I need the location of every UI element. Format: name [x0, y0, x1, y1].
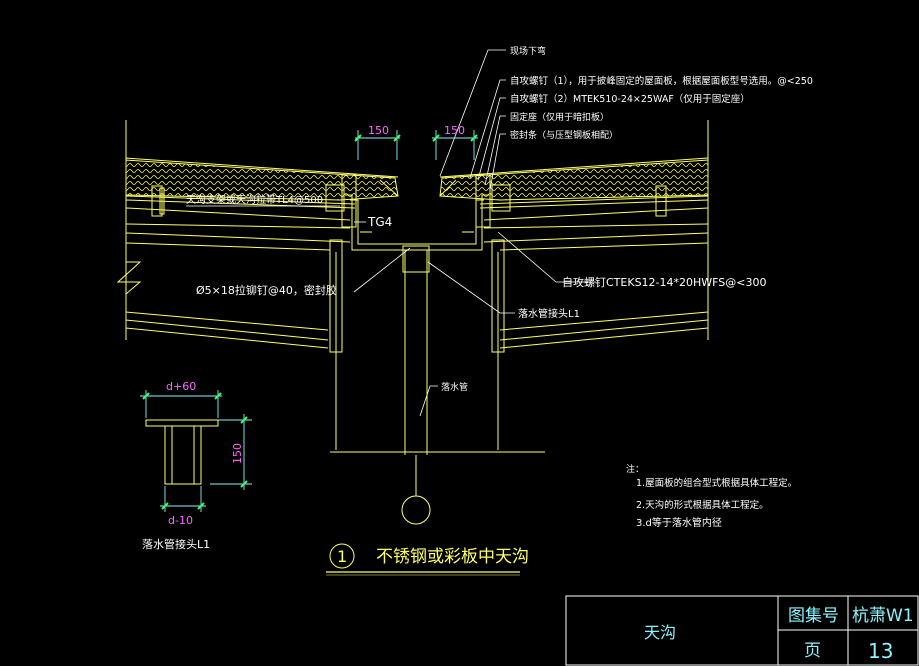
label-tg4: TG4 [367, 215, 392, 229]
drawing-title: 不锈钢或彩板中天沟 [376, 547, 529, 567]
label-self-tapping-screw: 自攻螺钉CTEKS12-14*20HWFS@<300 [562, 275, 766, 289]
title-block-atlas-label: 图集号 [788, 606, 839, 626]
dim-detail-bottom: d-10 [168, 514, 193, 527]
roof-right [439, 120, 709, 349]
note-1: 1.屋面板的组合型式根据具体工程定。 [636, 477, 797, 489]
note-3: 3.d等于落水管内径 [636, 516, 722, 529]
leader-text-screw-2: 自攻螺钉（2）MTEK510-24×25WAF（仅用于固定座） [510, 93, 750, 105]
label-downpipe: 落水管 [441, 381, 468, 393]
note-2: 2.天沟的形式根据具体工程定。 [636, 499, 769, 511]
title-block-page-label: 页 [804, 641, 821, 661]
dim-detail-side: 150 [231, 443, 244, 464]
gutter-assembly [329, 194, 545, 525]
detail-caption: 落水管接头L1 [142, 537, 210, 551]
notes-heading: 注： [626, 463, 644, 475]
label-gutter-bracket: 天沟支架或天沟拉带TL4@500 [186, 193, 323, 206]
dim-top-right: 150 [444, 124, 465, 137]
detail-l1-shape [145, 419, 219, 485]
leader-text-seal-strip: 密封条（与压型钢板相配） [510, 129, 618, 141]
leader-lines [186, 49, 596, 417]
leader-text-fixing-seat: 固定座（仅用于暗扣板） [510, 111, 609, 123]
title-block-frame [565, 595, 919, 666]
detail-number: 1 [337, 547, 347, 566]
dimension-ticks [142, 134, 478, 510]
drawing-title-group [326, 543, 520, 576]
title-block-page-value: 13 [868, 639, 893, 663]
label-rivet: Ø5×18拉铆钉@40，密封胶 [196, 283, 337, 297]
title-block-name: 天沟 [644, 623, 676, 642]
leader-text-field-bend: 现场下弯 [510, 45, 546, 57]
dim-detail-top: d+60 [166, 380, 196, 393]
leader-text-screw-1: 自攻螺钉（1），用于披峰固定的屋面板，根据屋面板型号选用。@<250 [510, 75, 813, 87]
label-downpipe-joint: 落水管接头L1 [518, 307, 580, 320]
title-block-atlas-value: 杭萧W1 [852, 606, 914, 626]
roof-left [116, 120, 399, 349]
dim-top-left: 150 [368, 124, 389, 137]
